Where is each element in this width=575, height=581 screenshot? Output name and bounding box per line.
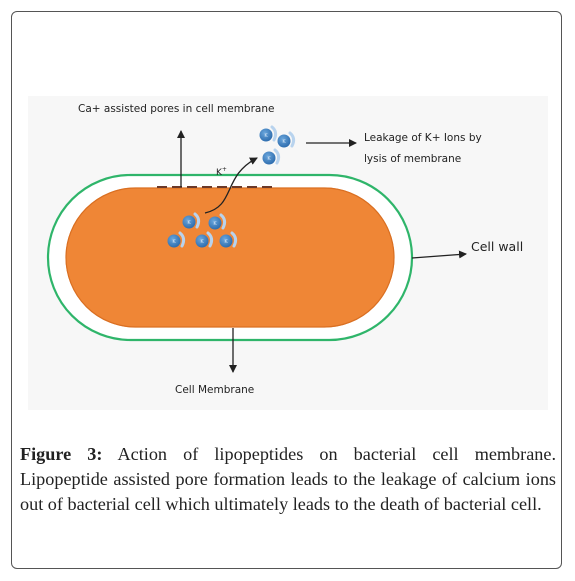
leakage-label-line2: lysis of membrane — [364, 153, 461, 165]
leaked-ions: K K K — [259, 125, 296, 165]
cytoplasm — [62, 184, 398, 331]
ion: K — [208, 213, 227, 230]
svg-text:K: K — [187, 220, 191, 226]
ion: K — [195, 231, 214, 248]
svg-text:K: K — [200, 239, 204, 245]
svg-text:K: K — [213, 221, 217, 227]
pores-label: Ca+ assisted pores in cell membrane — [78, 103, 274, 115]
caption-text: Action of lipopeptides on bacterial cell… — [20, 444, 556, 514]
svg-text:K: K — [172, 239, 176, 245]
k-ion-label: K+ — [216, 166, 227, 178]
ion: K — [259, 125, 278, 142]
cell-wall-arrow — [411, 250, 467, 259]
ion: K — [182, 212, 201, 229]
ion-exit-arrow — [204, 157, 258, 214]
cell-wall-label: Cell wall — [471, 239, 523, 254]
ion: K — [167, 231, 186, 248]
ion: K — [219, 231, 238, 248]
cell-membrane-label: Cell Membrane — [175, 384, 254, 396]
svg-text:K: K — [267, 156, 271, 162]
svg-text:K: K — [224, 239, 228, 245]
intracellular-ions: K K K K K — [167, 212, 238, 248]
figure-caption: Figure 3: Action of lipopeptides on bact… — [20, 442, 556, 517]
ion: K — [262, 148, 281, 165]
svg-text:K: K — [264, 133, 268, 139]
leakage-label-line1: Leakage of K+ Ions by — [364, 132, 482, 144]
figure-label: Figure 3: — [20, 444, 103, 464]
svg-text:K: K — [282, 139, 286, 145]
ion: K — [277, 131, 296, 148]
